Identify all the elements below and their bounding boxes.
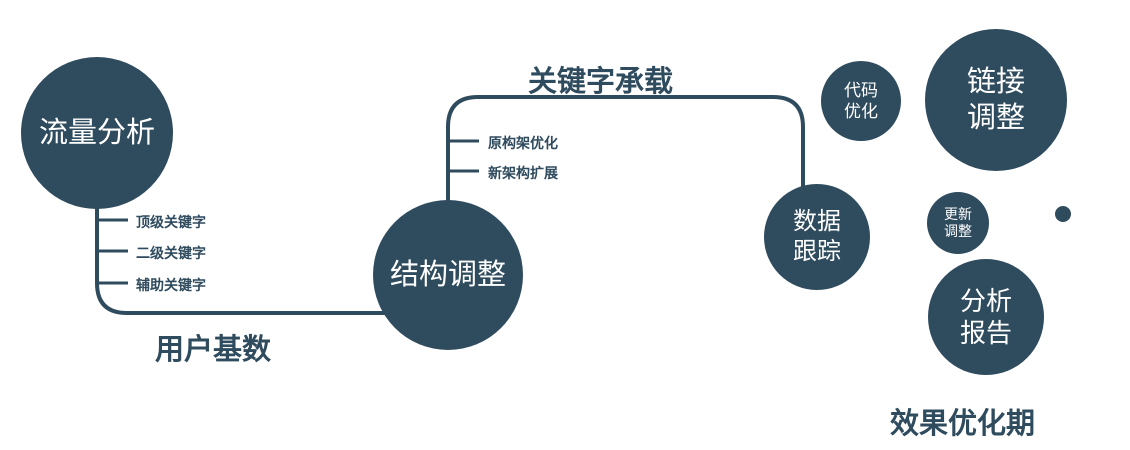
node-code-optimization: 代码 优化 [821,61,901,141]
node-label-line1: 代码 [844,80,878,100]
node-data-tracking: 数据 跟踪 [764,184,870,290]
node-update-adjustment: 更新 调整 [927,192,989,254]
node-label-line2: 调整 [944,223,972,239]
branch-label-new-architecture: 新架构扩展 [488,165,558,181]
branch-label-auxiliary-keywords: 辅助关键字 [136,277,206,293]
branch-label-second-keywords: 二级关键字 [136,245,206,261]
caption-effect-optimization: 效果优化期 [890,408,1036,440]
node-link-adjustment: 链接 调整 [925,29,1067,171]
node-label: 结构调整 [389,258,506,291]
node-traffic-analysis: 流量分析 [21,57,173,209]
branch-label-original-architecture: 原构架优化 [488,135,558,151]
edge-label-user-base: 用户基数 [155,334,272,366]
node-analysis-report: 分析 报告 [928,259,1044,375]
node-structure-adjustment: 结构调整 [373,200,523,350]
node-label-line1: 更新 [944,205,972,222]
branch-label-top-keywords: 顶级关键字 [136,214,206,230]
edge-label-keyword-carrying: 关键字承载 [528,66,674,98]
bullet-dot [1055,206,1071,222]
connector-keyword-path [446,95,805,210]
node-label-line2: 调整 [966,102,1025,134]
node-label-line1: 分析 [959,285,1012,316]
node-label-line1: 链接 [966,65,1025,98]
node-label-line2: 优化 [844,102,878,121]
node-label: 流量分析 [38,116,155,149]
node-label-line2: 报告 [959,318,1012,348]
node-label-line1: 数据 [793,208,841,235]
node-label-line2: 跟踪 [793,238,841,265]
